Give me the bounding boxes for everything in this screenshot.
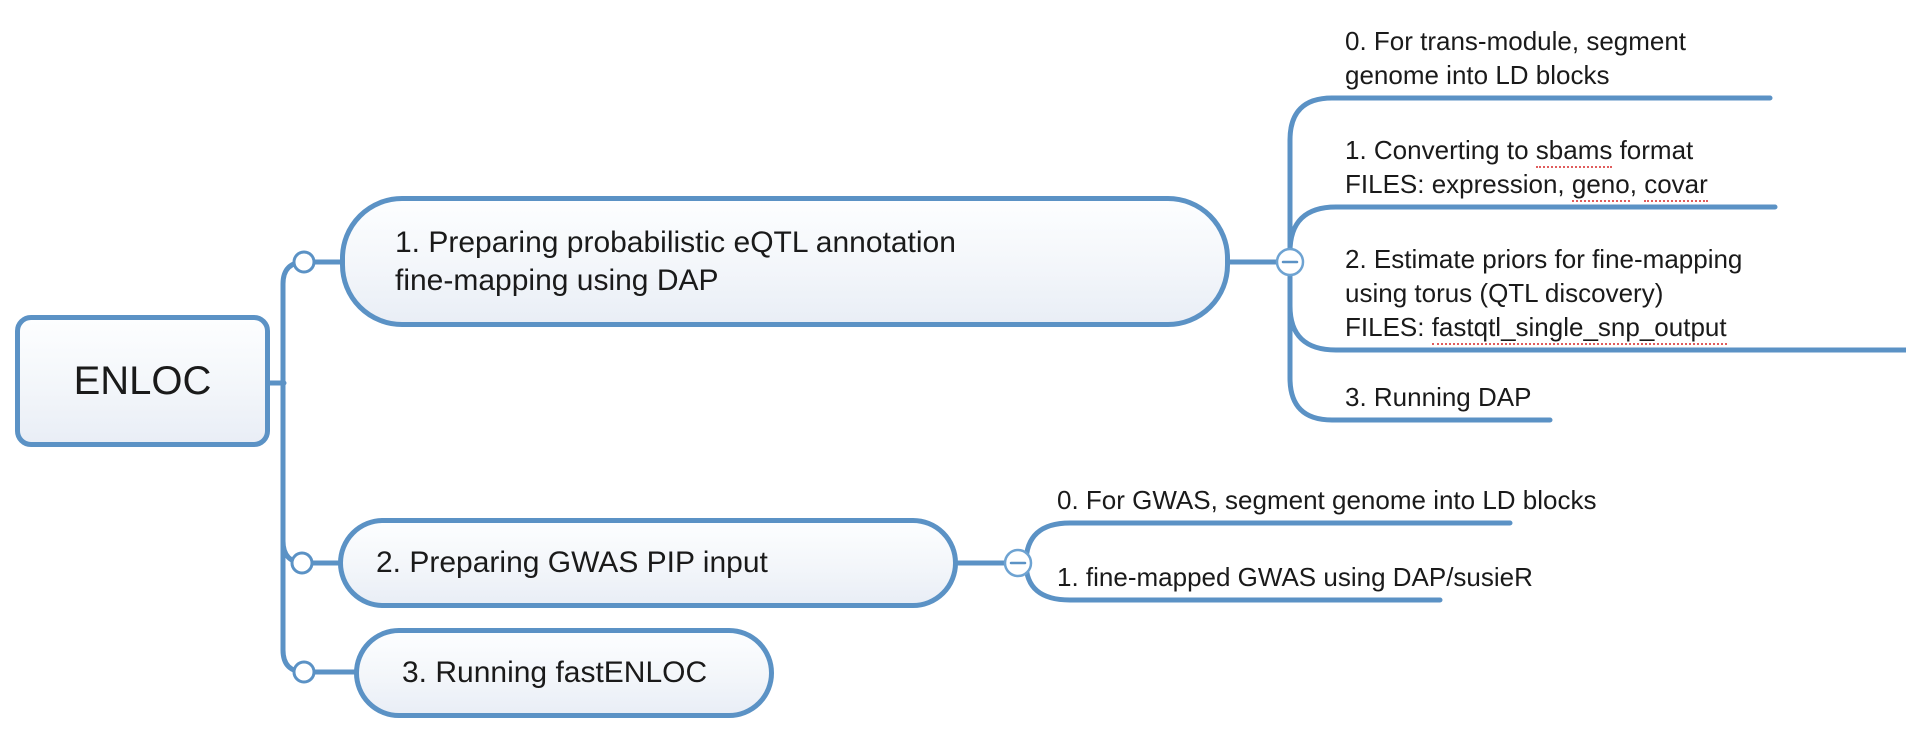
misspelled-word: geno bbox=[1571, 169, 1630, 202]
text-line: using torus (QTL discovery) bbox=[1345, 276, 1742, 310]
text-segment: FILES: bbox=[1345, 312, 1432, 342]
text-line: 0. For GWAS, segment genome into LD bloc… bbox=[1057, 483, 1597, 517]
subtopic-node-2-1[interactable]: 1. fine-mapped GWAS using DAP/susieR bbox=[1057, 560, 1533, 594]
subtopic-node-2-0[interactable]: 0. For GWAS, segment genome into LD bloc… bbox=[1057, 483, 1597, 517]
branch1-child1-underline bbox=[1287, 204, 1778, 255]
text-line: 3. Running DAP bbox=[1345, 380, 1531, 414]
branch-node-1[interactable]: 1. Preparing probabilistic eQTL annotati… bbox=[340, 196, 1230, 327]
subtopic-node-1-2[interactable]: 2. Estimate priors for fine-mapping using… bbox=[1345, 242, 1742, 345]
branch-node-2-label: 2. Preparing GWAS PIP input bbox=[376, 546, 768, 579]
branch-node-1-label-line2: fine-mapping using DAP bbox=[395, 263, 719, 297]
text-line: 0. For trans-module, segment bbox=[1345, 24, 1686, 58]
text-segment: 3. Running DAP bbox=[1345, 382, 1532, 412]
text-segment: 2. Estimate priors for fine-mapping bbox=[1345, 244, 1743, 274]
text-segment: genome into LD blocks bbox=[1345, 60, 1610, 90]
misspelled-word: fastqtl_single_snp_output bbox=[1431, 312, 1727, 345]
branch3-junction-dot bbox=[292, 660, 316, 684]
text-line: 1. Converting to sbams format bbox=[1345, 133, 1708, 168]
misspelled-word: covar bbox=[1644, 169, 1708, 202]
subtopic-node-1-3[interactable]: 3. Running DAP bbox=[1345, 380, 1531, 414]
text-line: 1. fine-mapped GWAS using DAP/susieR bbox=[1057, 560, 1533, 594]
text-segment: FILES: expression, bbox=[1345, 169, 1572, 199]
text-line: genome into LD blocks bbox=[1345, 58, 1686, 92]
branch1-collapse-handle[interactable] bbox=[1275, 247, 1305, 277]
branch-node-1-label-line1: 1. Preparing probabilistic eQTL annotati… bbox=[395, 225, 956, 259]
branch-node-3-label: 3. Running fastENLOC bbox=[402, 656, 708, 689]
root-node[interactable]: ENLOC bbox=[15, 315, 270, 447]
text-line: FILES: expression, geno, covar bbox=[1345, 167, 1708, 202]
branch2-junction-dot bbox=[290, 551, 314, 575]
text-segment: 1. fine-mapped GWAS using DAP/susieR bbox=[1057, 562, 1533, 592]
text-line: 2. Estimate priors for fine-mapping bbox=[1345, 242, 1742, 276]
branch1-junction-dot bbox=[292, 250, 316, 274]
text-line: FILES: fastqtl_single_snp_output bbox=[1345, 310, 1742, 345]
subtopic-node-1-0[interactable]: 0. For trans-module, segment genome into … bbox=[1345, 24, 1686, 92]
main-trunk bbox=[280, 259, 359, 675]
misspelled-word: sbams bbox=[1535, 135, 1613, 168]
text-segment: using torus (QTL discovery) bbox=[1345, 278, 1664, 308]
text-segment: 0. For trans-module, segment bbox=[1345, 26, 1687, 56]
branch-node-2[interactable]: 2. Preparing GWAS PIP input bbox=[338, 518, 958, 608]
text-segment: format bbox=[1612, 135, 1694, 165]
branch-node-3[interactable]: 3. Running fastENLOC bbox=[354, 628, 774, 718]
text-segment: , bbox=[1629, 169, 1645, 199]
root-node-label: ENLOC bbox=[73, 358, 212, 403]
branch1-child2-underline bbox=[1287, 303, 1906, 353]
text-segment: 1. Converting to bbox=[1345, 135, 1536, 165]
branch2-collapse-handle[interactable] bbox=[1003, 548, 1033, 578]
text-segment: 0. For GWAS, segment genome into LD bloc… bbox=[1057, 485, 1597, 515]
